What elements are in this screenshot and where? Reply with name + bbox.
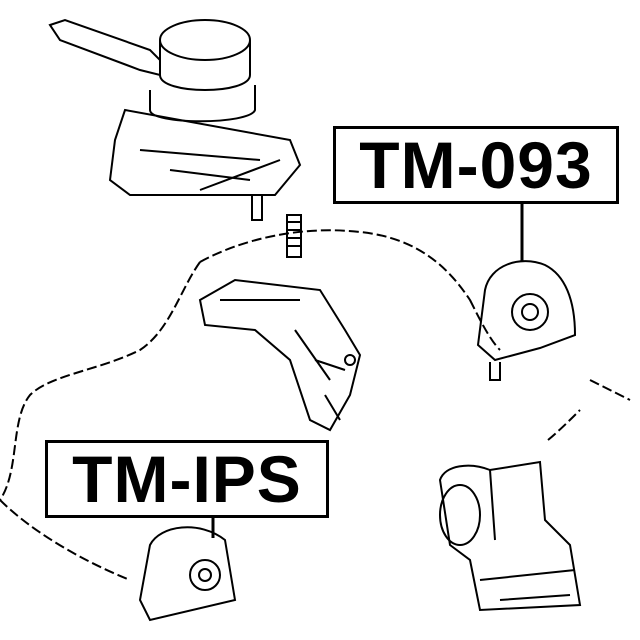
center-bracket bbox=[198, 278, 362, 432]
part-label-tm-093: TM-093 bbox=[333, 126, 619, 204]
tm-ips-mount bbox=[138, 526, 237, 622]
tm-093-mount bbox=[476, 260, 577, 381]
engine-outline bbox=[0, 229, 631, 581]
part-label-tm-ips: TM-IPS bbox=[45, 440, 329, 518]
lower-right-mount bbox=[438, 460, 582, 612]
upper-engine-mount bbox=[48, 18, 302, 221]
mount-bolt bbox=[286, 214, 302, 258]
